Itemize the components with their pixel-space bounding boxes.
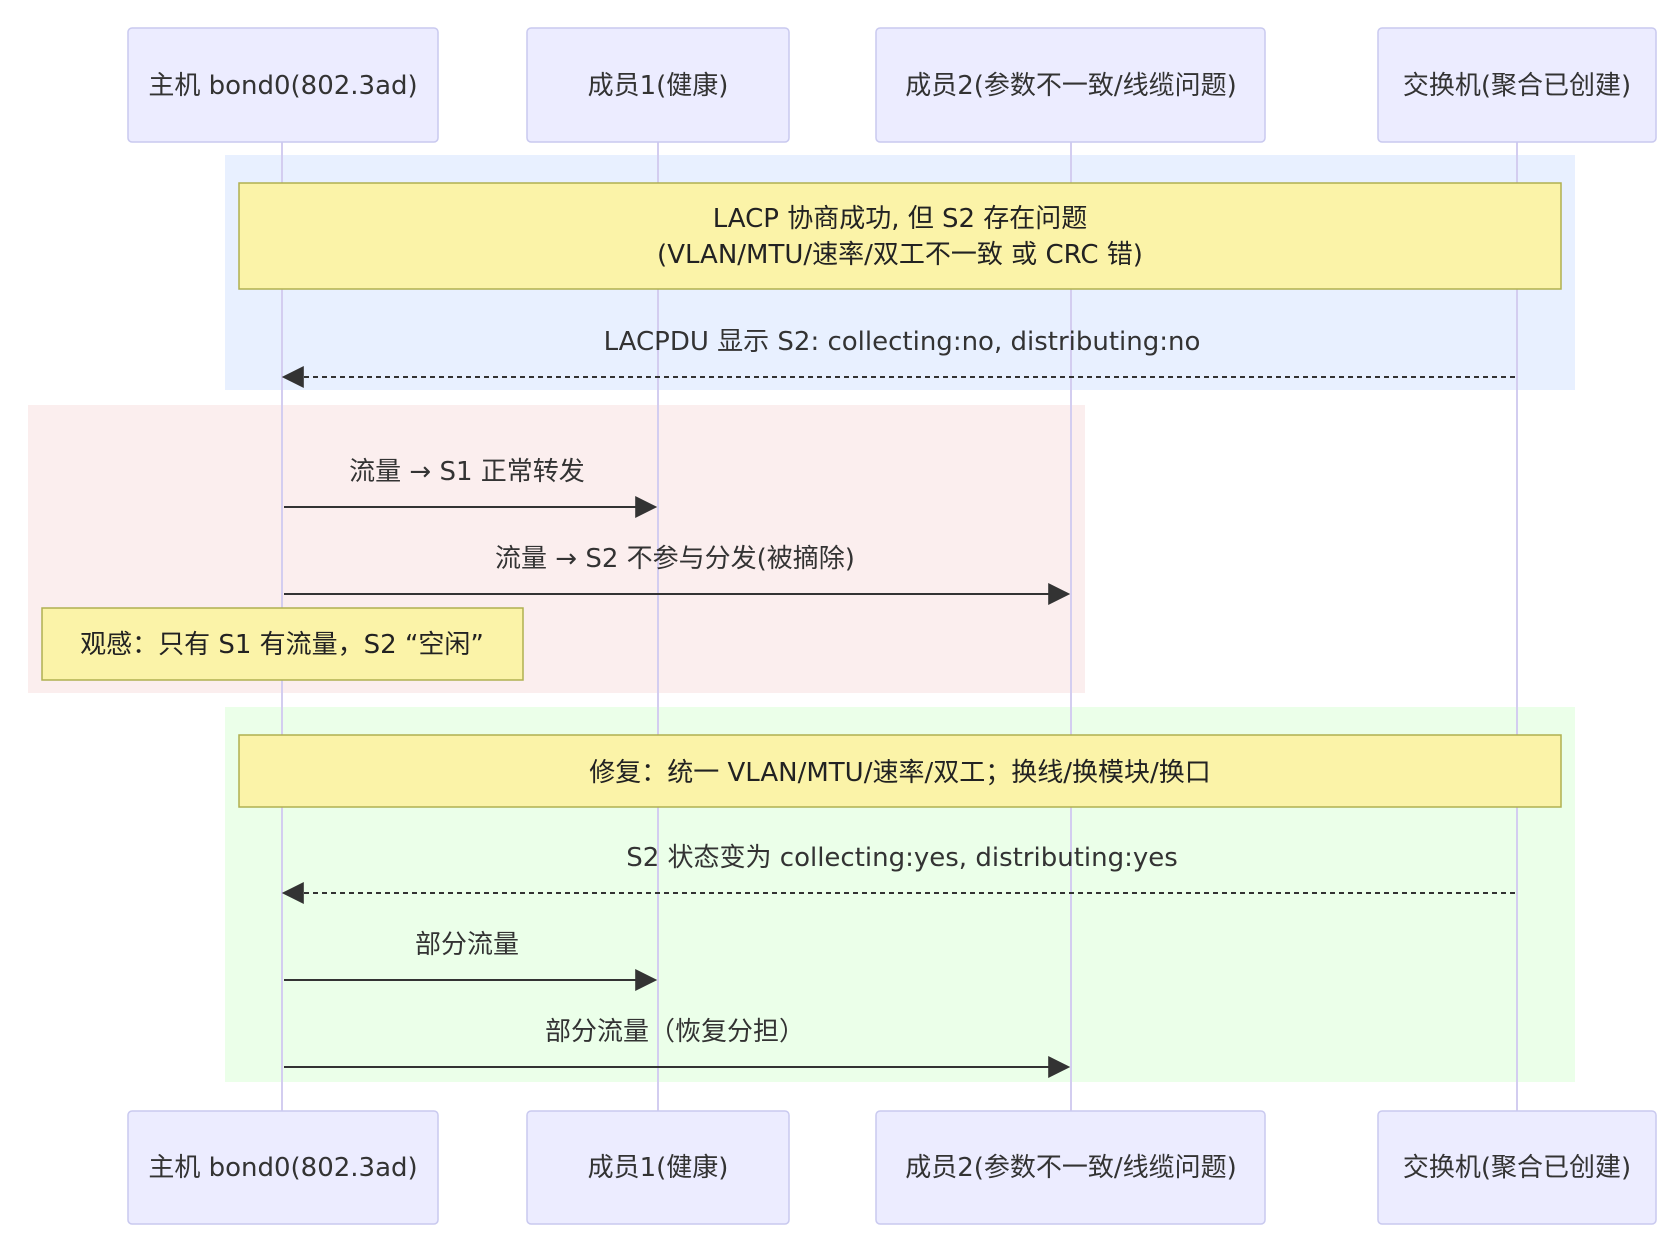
- note-observation: 观感：只有 S1 有流量，S2 “空闲”: [41, 607, 524, 681]
- actor-bottom-host: 主机 bond0(802.3ad): [127, 1110, 439, 1225]
- message-label-s2-state-yes: S2 状态变为 collecting:yes, distributing:yes: [626, 843, 1178, 873]
- svg-text:LACP 协商成功, 但 S2 存在问题: LACP 协商成功, 但 S2 存在问题: [713, 204, 1088, 234]
- actor-bottom-s2: 成员2(参数不一致/线缆问题): [875, 1110, 1266, 1225]
- actor-bottom-switch: 交换机(聚合已创建): [1377, 1110, 1657, 1225]
- svg-text:主机 bond0(802.3ad): 主机 bond0(802.3ad): [148, 71, 417, 101]
- svg-text:修复：统一 VLAN/MTU/速率/双工；换线/换模块/换口: 修复：统一 VLAN/MTU/速率/双工；换线/换模块/换口: [589, 758, 1211, 788]
- svg-text:成员2(参数不一致/线缆问题): 成员2(参数不一致/线缆问题): [905, 1153, 1237, 1183]
- svg-text:交换机(聚合已创建): 交换机(聚合已创建): [1403, 1153, 1631, 1183]
- actor-bottom-s1: 成员1(健康): [526, 1110, 790, 1225]
- message-label-partial-s1: 部分流量: [415, 930, 519, 960]
- note-repair: 修复：统一 VLAN/MTU/速率/双工；换线/换模块/换口: [238, 734, 1562, 808]
- svg-text:(VLAN/MTU/速率/双工不一致 或 CRC 错): (VLAN/MTU/速率/双工不一致 或 CRC 错): [657, 240, 1143, 270]
- svg-text:成员1(健康): 成员1(健康): [588, 1153, 729, 1183]
- svg-text:成员1(健康): 成员1(健康): [588, 71, 729, 101]
- actor-top-s2: 成员2(参数不一致/线缆问题): [875, 27, 1266, 143]
- svg-text:主机 bond0(802.3ad): 主机 bond0(802.3ad): [148, 1153, 417, 1183]
- actor-top-s1: 成员1(健康): [526, 27, 790, 143]
- actor-top-host: 主机 bond0(802.3ad): [127, 27, 439, 143]
- svg-text:交换机(聚合已创建): 交换机(聚合已创建): [1403, 71, 1631, 101]
- message-label-traffic-s2: 流量 → S2 不参与分发(被摘除): [495, 544, 855, 574]
- actor-top-switch: 交换机(聚合已创建): [1377, 27, 1657, 143]
- message-label-partial-s2: 部分流量（恢复分担）: [545, 1017, 805, 1047]
- svg-text:观感：只有 S1 有流量，S2 “空闲”: 观感：只有 S1 有流量，S2 “空闲”: [80, 630, 484, 660]
- note-lacp-issue: LACP 协商成功, 但 S2 存在问题 (VLAN/MTU/速率/双工不一致 …: [238, 182, 1562, 290]
- svg-text:成员2(参数不一致/线缆问题): 成员2(参数不一致/线缆问题): [905, 71, 1237, 101]
- message-label-lacpdu-s2-no: LACPDU 显示 S2: collecting:no, distributin…: [604, 327, 1201, 357]
- message-label-traffic-s1: 流量 → S1 正常转发: [349, 457, 585, 487]
